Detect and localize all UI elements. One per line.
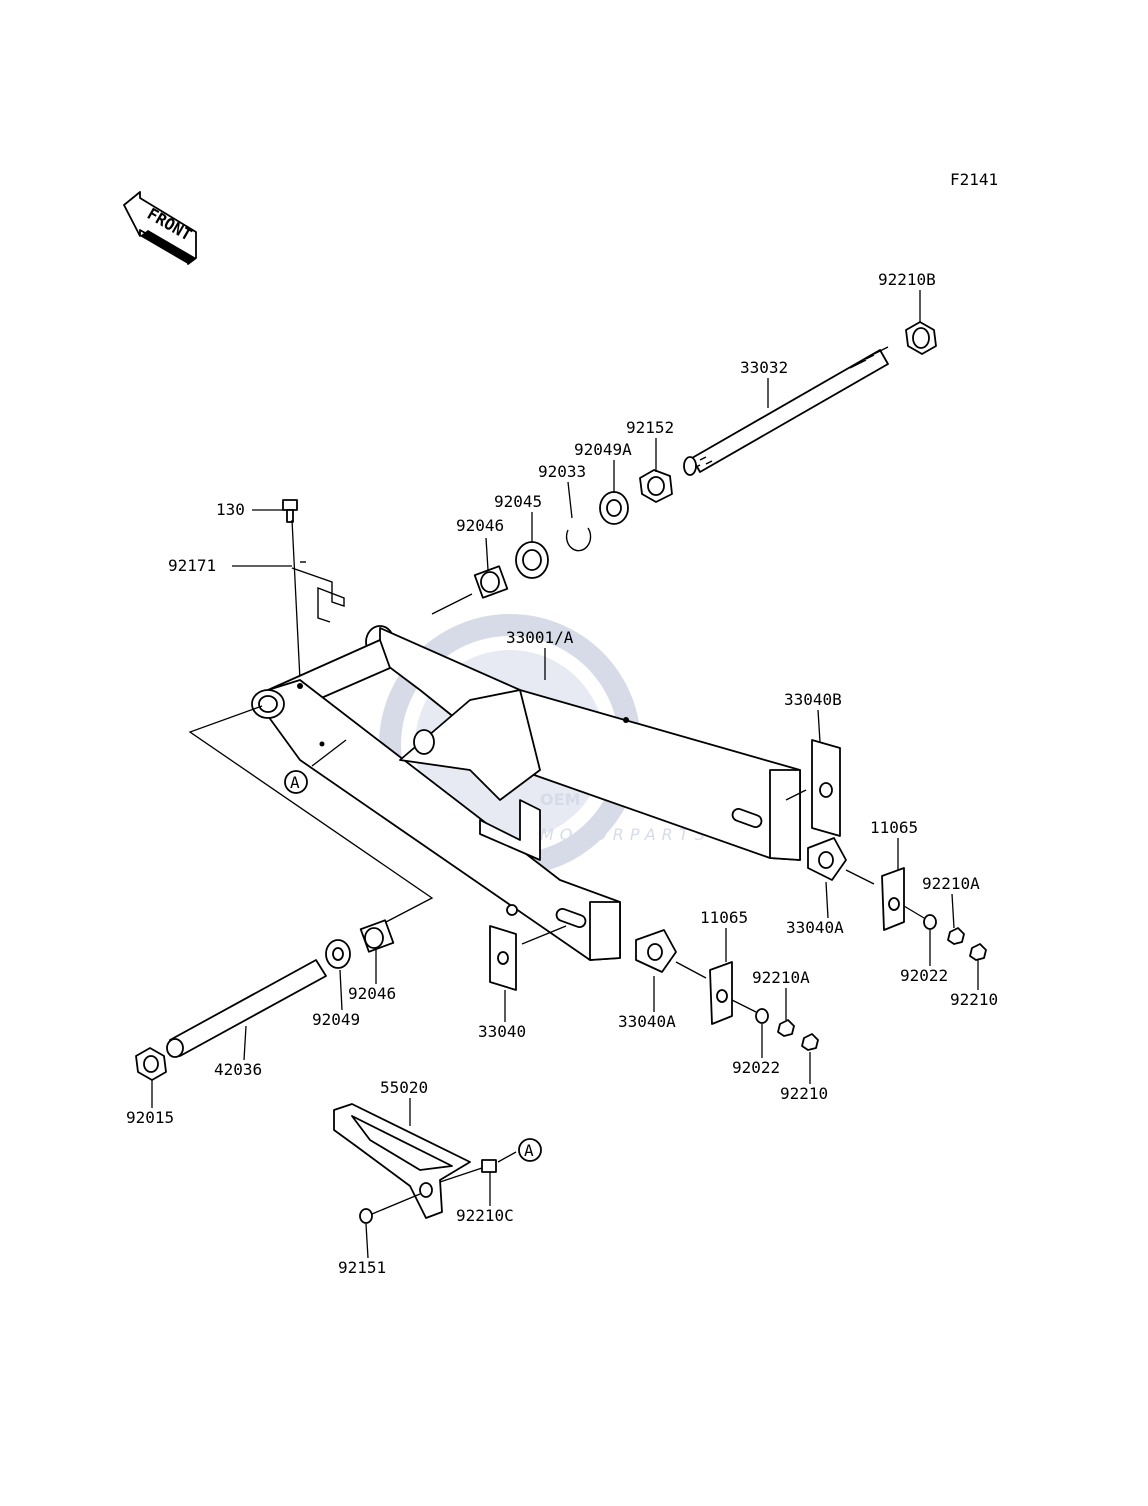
svg-text:A: A [290,773,300,792]
adjuster-33040A-left [635,929,707,979]
label-33040A-right: 33040A [786,918,844,937]
nut-92152 [639,469,673,503]
label-92046-upper: 92046 [456,516,504,535]
collar-92049A [599,491,629,525]
callout-lines [151,290,979,1259]
label-92210C: 92210C [456,1206,514,1225]
label-92049A: 92049A [574,440,632,459]
bolt-130 [282,499,298,523]
pivot-shaft-42036 [166,959,327,1058]
bolt-guide-line [291,519,301,681]
axle-33032 [683,346,889,476]
figure-code: F2141 [950,170,998,189]
washer-92022-left [755,1008,769,1024]
reference-marker-a-lower: A [518,1138,542,1162]
label-92210B: 92210B [878,270,936,289]
label-33040A-left: 33040A [618,1012,676,1031]
adjuster-33040B [785,739,841,837]
label-33040: 33040 [478,1022,526,1041]
nut-92210B [905,321,937,355]
watermark-sub: MOTORPARTS [540,825,711,844]
label-92210-right: 92210 [950,990,998,1009]
adjuster-33040 [489,925,567,991]
label-130: 130 [216,500,245,519]
nut-92210-right [969,943,987,961]
nut-92210A-right [947,927,965,945]
adjuster-33040A-right [807,837,875,885]
label-33032: 33032 [740,358,788,377]
pivot-guide-line [188,705,434,923]
bearing-92045 [515,541,549,579]
label-33001A: 33001/A [506,628,574,647]
washer-92022-right [923,914,937,930]
label-92210-left: 92210 [780,1084,828,1103]
plate-11065-right [881,867,905,931]
label-92022-right: 92022 [900,966,948,985]
plate-11065-left [709,961,733,1025]
label-92049: 92049 [312,1010,360,1029]
label-11065-right: 11065 [870,818,918,837]
bearing-92046-lower [359,919,395,953]
swingarm-33001A [251,625,801,961]
label-92045: 92045 [494,492,542,511]
label-92171: 92171 [168,556,216,575]
label-92046-lower: 92046 [348,984,396,1003]
svg-text:A: A [524,1141,534,1160]
label-92210A-left: 92210A [752,968,810,987]
label-33040B: 33040B [784,690,842,709]
chain-guard-55020 [333,1103,471,1219]
part-labels: 92210B 33032 92152 92049A 92033 92045 92… [126,270,998,1277]
bearing-92046-upper [473,565,509,599]
watermark-brand: OEM [540,790,580,809]
label-92210A-right: 92210A [922,874,980,893]
label-92151: 92151 [338,1258,386,1277]
label-92022-left: 92022 [732,1058,780,1077]
nut-92015 [135,1047,167,1081]
nut-92210A-left [777,1019,795,1037]
label-92015: 92015 [126,1108,174,1127]
label-92152: 92152 [626,418,674,437]
front-arrow-icon: FRONT [123,191,197,265]
nut-92210-left [801,1033,819,1051]
reference-marker-a-upper: A [284,770,308,794]
label-92033: 92033 [538,462,586,481]
label-55020: 55020 [380,1078,428,1097]
label-42036: 42036 [214,1060,262,1079]
bolt-92151 [359,1208,373,1224]
circlip-92033 [565,527,592,552]
bracket-92171 [291,561,345,623]
collar-92049 [325,939,351,969]
label-11065-left: 11065 [700,908,748,927]
collar-92210C [481,1159,497,1173]
